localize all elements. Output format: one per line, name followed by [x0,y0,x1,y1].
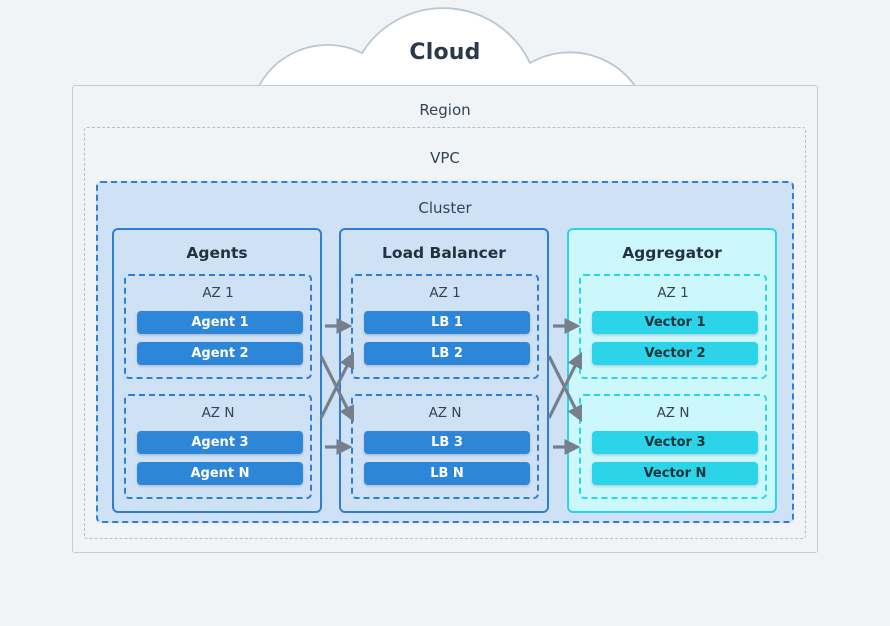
node-vector-2[interactable]: Vector 2 [592,342,758,365]
node-agent-2[interactable]: Agent 2 [137,342,303,365]
az-label: AZ 1 [429,285,461,301]
az-box-aggregator-n: AZ N Vector 3 Vector N [579,394,767,499]
column-load-balancer: Load Balancer AZ 1 LB 1 LB 2 AZ N LB 3 L… [339,228,549,513]
node-agent-n[interactable]: Agent N [137,462,303,485]
region-label: Region [419,101,471,119]
column-agents: Agents AZ 1 Agent 1 Agent 2 AZ N Agent 3… [112,228,322,513]
node-vector-n[interactable]: Vector N [592,462,758,485]
vpc-container: VPC [84,127,806,539]
az-box-lb-n: AZ N LB 3 LB N [351,394,539,499]
node-lb-2[interactable]: LB 2 [364,342,530,365]
node-agent-3[interactable]: Agent 3 [137,431,303,454]
az-box-agents-n: AZ N Agent 3 Agent N [124,394,312,499]
column-title-load-balancer: Load Balancer [382,244,506,262]
node-lb-3[interactable]: LB 3 [364,431,530,454]
az-label: AZ N [428,405,462,421]
vpc-label: VPC [430,149,460,167]
az-label: AZ 1 [657,285,689,301]
node-agent-1[interactable]: Agent 1 [137,311,303,334]
column-title-agents: Agents [186,244,248,262]
node-lb-n[interactable]: LB N [364,462,530,485]
az-box-lb-1: AZ 1 LB 1 LB 2 [351,274,539,379]
cluster-label: Cluster [418,199,472,217]
node-vector-3[interactable]: Vector 3 [592,431,758,454]
az-label: AZ N [201,405,235,421]
column-aggregator: Aggregator AZ 1 Vector 1 Vector 2 AZ N V… [567,228,777,513]
cloud-title: Cloud [409,40,481,65]
az-box-agents-1: AZ 1 Agent 1 Agent 2 [124,274,312,379]
column-title-aggregator: Aggregator [622,244,722,262]
az-box-aggregator-1: AZ 1 Vector 1 Vector 2 [579,274,767,379]
az-label: AZ N [656,405,690,421]
node-lb-1[interactable]: LB 1 [364,311,530,334]
az-label: AZ 1 [202,285,234,301]
node-vector-1[interactable]: Vector 1 [592,311,758,334]
